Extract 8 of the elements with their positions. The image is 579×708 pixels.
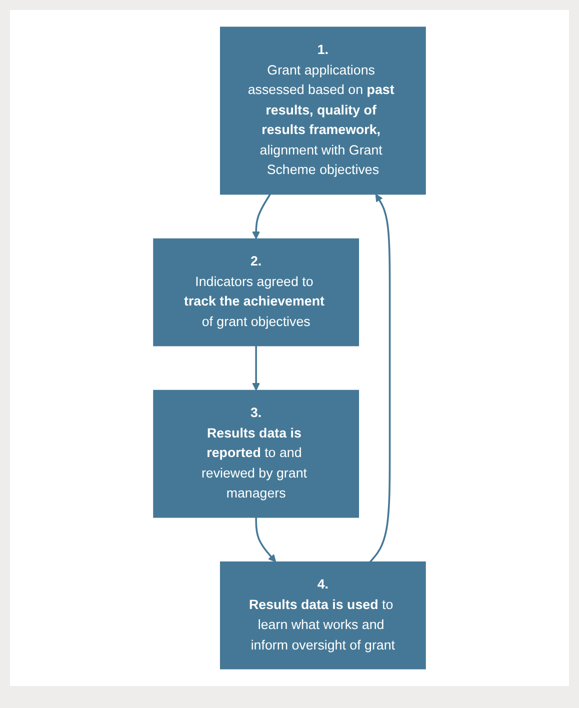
arrow	[255, 517, 276, 562]
node-box: 2. Indicators agreed to track the achievement of grant objectives	[153, 238, 360, 346]
node-box: 4. Results data is used to learn what works and inform oversight of grant	[220, 561, 426, 670]
arrow	[252, 346, 260, 391]
node-box: 1. Grant applications assessed based on past results, quality of results framework, alignment with Grant Scheme objectives	[220, 26, 426, 195]
arrow	[252, 194, 271, 240]
arrow	[369, 194, 391, 562]
node-box: 3. Results data is reported to and reviewed by grant managers	[153, 390, 360, 518]
